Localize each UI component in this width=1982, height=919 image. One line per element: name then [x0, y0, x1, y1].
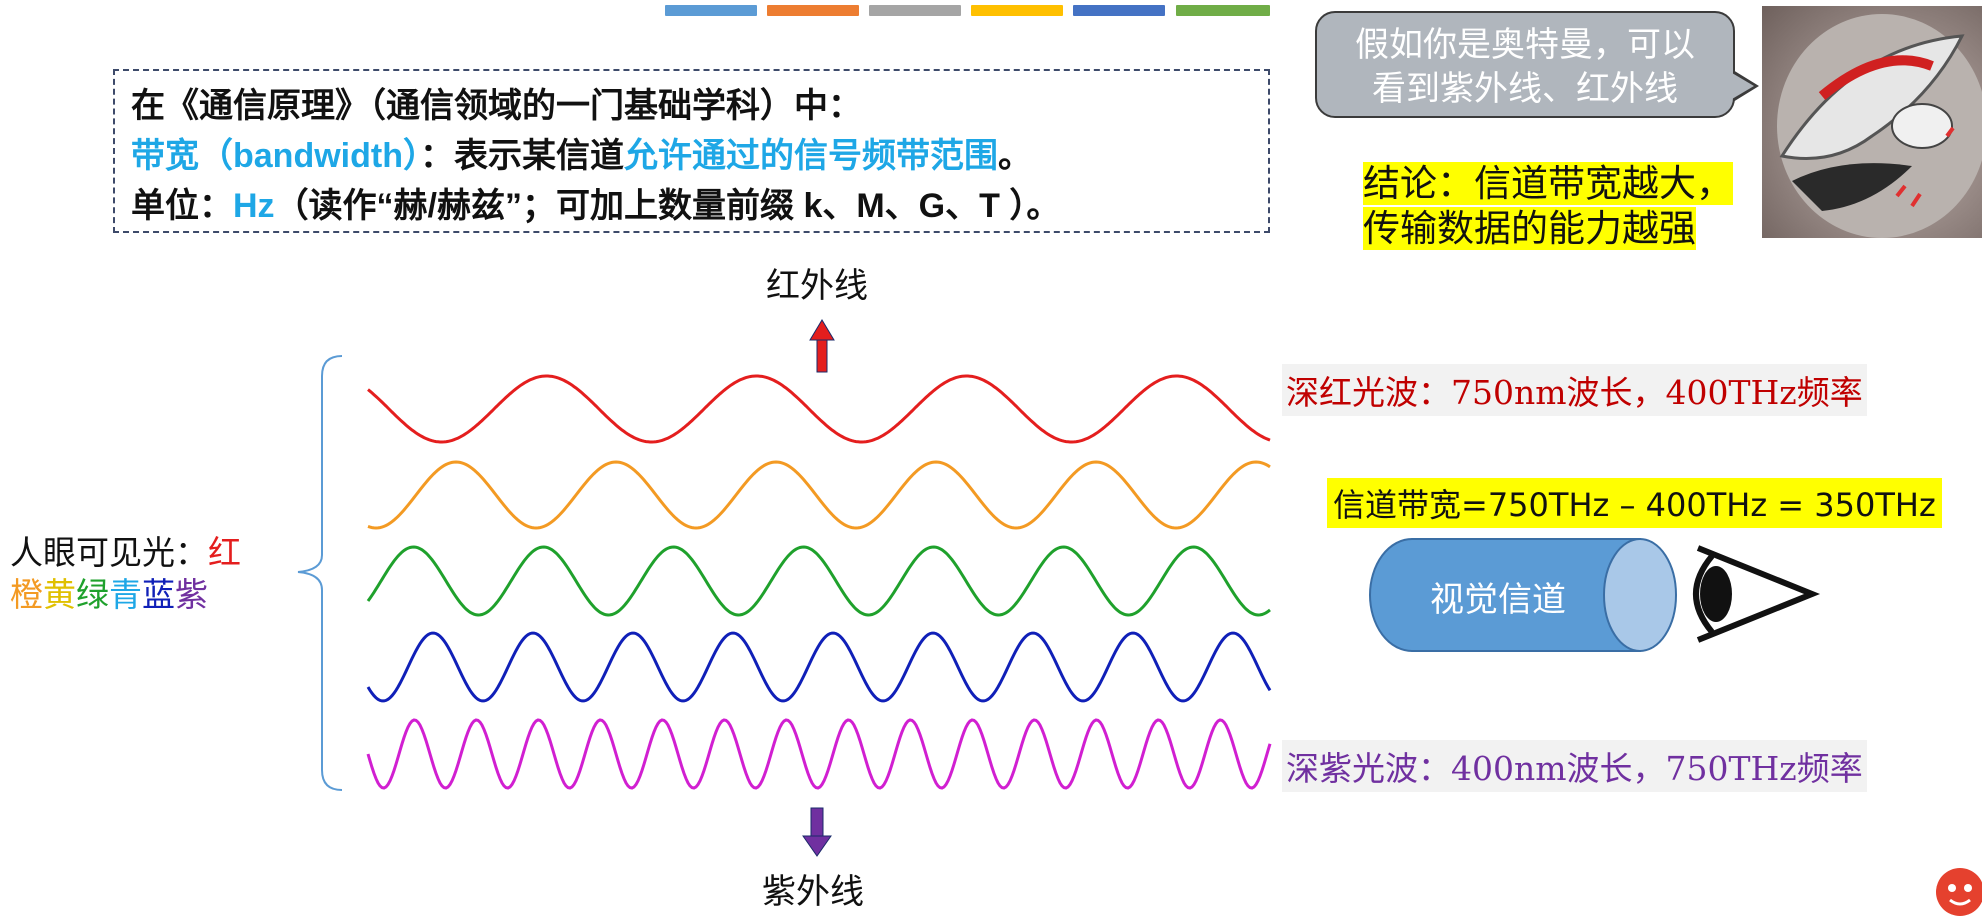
- deep-red-label: 深红光波：750nm波长，400THz频率: [1282, 364, 1867, 416]
- orange-wave: [367, 460, 1271, 530]
- definition-end: 。: [997, 137, 1032, 175]
- bubble-line-1: 假如你是奥特曼，可以: [1355, 25, 1695, 65]
- definition-line-1: 在《通信原理》（通信领域的一门基础学科）中：: [131, 87, 862, 125]
- magenta-wave: [366, 718, 1272, 790]
- definition-emphasis: 允许通过的信号频带范围: [623, 137, 998, 175]
- blue-wave: [366, 631, 1272, 703]
- color-yellow: 黄: [43, 575, 76, 614]
- channel-cylinder: [1369, 538, 1677, 652]
- color-blue: 蓝: [142, 575, 175, 614]
- top-bar-5: [1073, 5, 1165, 16]
- bubble-tail-fill: [1732, 73, 1754, 99]
- top-bar-6: [1176, 5, 1270, 16]
- unit-label: 单位：: [131, 187, 233, 225]
- visible-prefix: 人眼可见光：: [10, 533, 208, 572]
- green-wave: [366, 545, 1271, 617]
- unit-rest: （读作“赫/赫兹”；可加上数量前缀 k、M、G、T ）。: [274, 187, 1061, 225]
- ultraman-drawing: [1777, 14, 1982, 238]
- bubble-line-2: 看到紫外线、红外线: [1372, 69, 1678, 109]
- channel-label: 视觉信道: [1430, 580, 1566, 620]
- color-red: 红: [208, 533, 241, 572]
- color-green: 绿: [76, 575, 109, 614]
- arrow-down-icon: [802, 807, 832, 857]
- color-cyan: 青: [109, 575, 142, 614]
- red-wave: [367, 374, 1271, 444]
- top-bar-3: [869, 5, 961, 16]
- definition-box: 在《通信原理》（通信领域的一门基础学科）中： 带宽（bandwidth）：表示某…: [113, 69, 1270, 233]
- infrared-label: 红外线: [766, 266, 868, 306]
- bandwidth-equation: 信道带宽=750THz – 400THz = 350THz: [1327, 478, 1942, 528]
- conclusion-line-2: 传输数据的能力越强: [1363, 207, 1696, 250]
- ultraviolet-label: 紫外线: [762, 872, 864, 912]
- speech-bubble: 假如你是奥特曼，可以 看到紫外线、红外线: [1315, 11, 1735, 118]
- color-purple: 紫: [175, 575, 208, 614]
- arrow-up-icon: [809, 319, 835, 373]
- eye-icon: [1693, 545, 1821, 643]
- bandwidth-term: 带宽（bandwidth）: [131, 137, 420, 175]
- definition-sep: ：表示某信道: [419, 137, 624, 175]
- visible-light-label: 人眼可见光：红 橙黄绿青蓝紫: [10, 532, 241, 616]
- color-orange: 橙: [10, 575, 43, 614]
- deep-purple-label: 深紫光波：400nm波长，750THz频率: [1282, 740, 1867, 792]
- brace-icon: [297, 355, 343, 791]
- mascot-icon: [1936, 868, 1982, 916]
- conclusion: 结论：信道带宽越大， 传输数据的能力越强: [1363, 161, 1733, 251]
- top-bar-1: [665, 5, 757, 16]
- ultraman-photo: [1762, 6, 1982, 238]
- definition-line-3: 单位：Hz（读作“赫/赫兹”；可加上数量前缀 k、M、G、T ）。: [131, 181, 1252, 231]
- definition-line-2: 带宽（bandwidth）：表示某信道允许通过的信号频带范围。: [131, 131, 1252, 181]
- unit-hz: Hz: [233, 187, 275, 225]
- conclusion-line-1: 结论：信道带宽越大，: [1363, 162, 1733, 205]
- top-bar-4: [971, 5, 1063, 16]
- top-bar-2: [767, 5, 859, 16]
